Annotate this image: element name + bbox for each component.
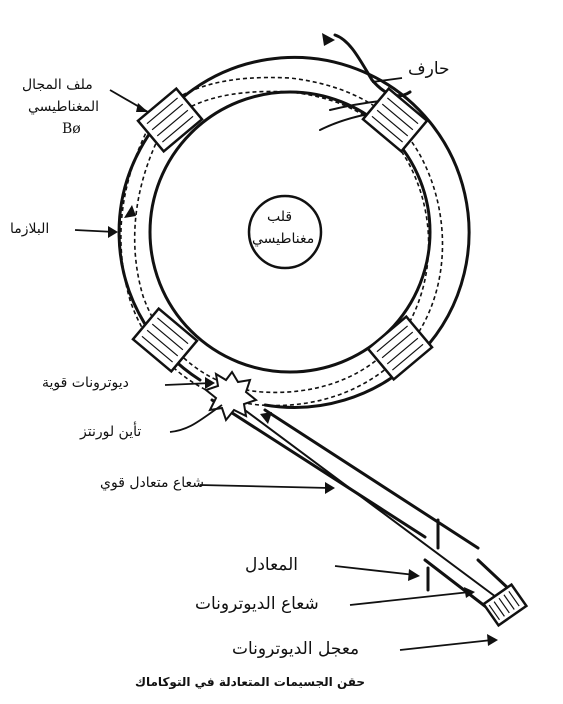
coil-arrowhead [136,103,148,112]
limiter-arrowhead [322,33,335,46]
label-core-line2: مغناطيسي [252,231,315,247]
label-b-phi: Bø [62,121,81,137]
deuterons-leader [164,382,213,386]
deuteron-beam-leader [349,591,471,606]
neutralizer-arrowhead [408,569,420,581]
label-deuteron-accelerator: معجل الديوترونات [232,639,360,659]
lower-duct-left [423,558,492,612]
beam-axis [237,404,501,601]
injection-duct-right-wall [263,408,480,550]
lower-duct-right [476,558,512,592]
limiter-leader [371,77,403,83]
neutralizer-leader [334,565,416,576]
magnetic-core [247,194,323,270]
neutral-beam-arrowhead [325,482,335,494]
deuterons-arrowhead [205,377,215,389]
plasma-flow-arrowhead [124,205,136,218]
figure-caption: حقن الجسيمات المتعادلة في التوكاماك [135,675,366,689]
field-coil-top-right [361,86,429,154]
field-coil-bottom-right [366,314,434,382]
injection-duct-left-wall [210,398,427,539]
label-core-line1: قلب [267,209,293,225]
label-plasma: البلازما [10,221,50,237]
label-limiter: حارف [408,59,450,79]
accelerator-leader [399,639,493,651]
beam-direction-arrowhead [260,412,272,424]
ionization-leader [169,404,223,433]
plasma-band-inner [133,90,430,394]
label-field-coil-line1: ملف المجال [22,77,93,93]
label-energetic-deuterons: ديوترونات قوية [42,375,129,391]
label-field-coil-line2: المغناطيسي [28,99,100,115]
limiter-structure [333,33,412,98]
label-neutralizer: المعادل [245,555,299,575]
plasma-arrowhead [108,226,118,238]
label-lorentz-ionization: تأين لورنتز [80,424,142,440]
accelerator-block [481,582,529,628]
field-coil-top-left [136,86,204,154]
accelerator-arrowhead [487,634,498,646]
deuteron-beam-arrowhead [464,587,475,598]
label-neutral-beam: شعاع متعادل قوي [100,475,205,491]
label-deuteron-beam: شعاع الديوترونات [195,594,319,614]
field-coil-bottom-left [131,306,199,374]
neutral-beam-leader [199,484,331,489]
